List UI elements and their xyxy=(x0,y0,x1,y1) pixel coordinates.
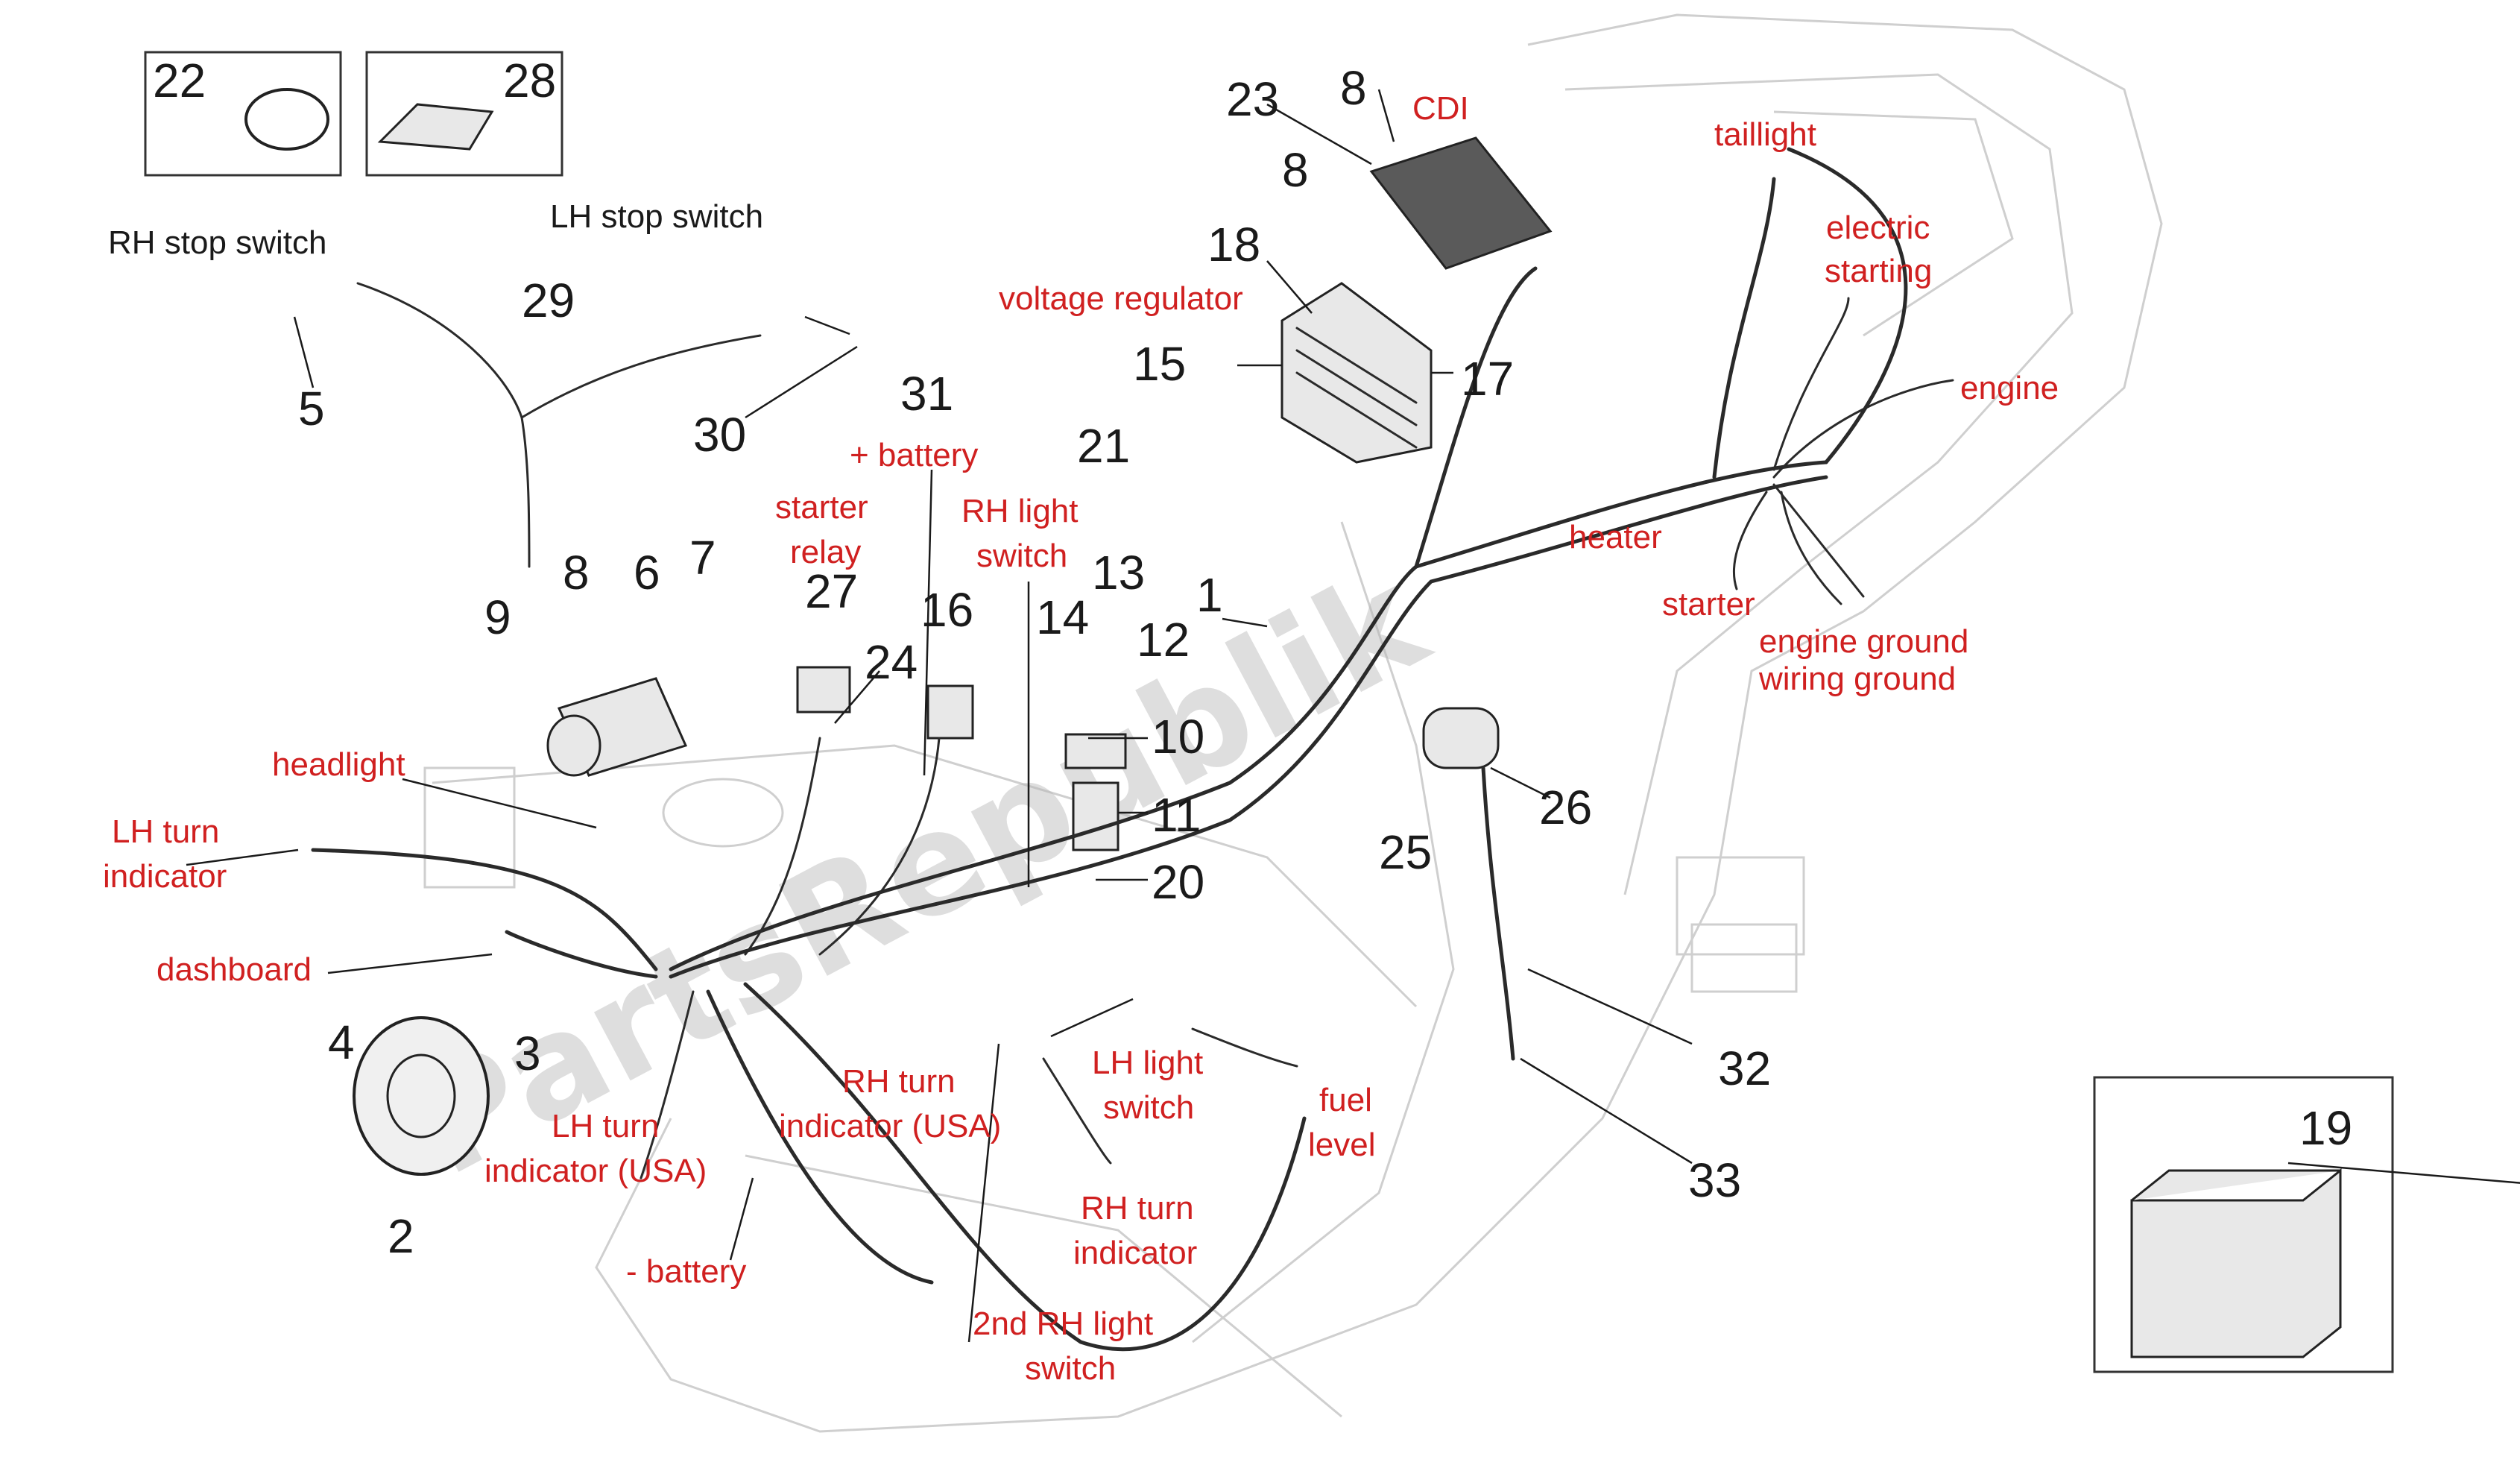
part-number-17: 17 xyxy=(1461,352,1514,406)
part-number-26: 26 xyxy=(1539,781,1592,834)
label-rh-light-switch-2: switch xyxy=(976,538,1067,574)
part-number-25: 25 xyxy=(1379,825,1432,879)
part-number-12: 12 xyxy=(1137,613,1190,667)
part-number-32: 32 xyxy=(1718,1042,1771,1095)
part-number-19: 19 xyxy=(2299,1101,2352,1155)
part-number-15: 15 xyxy=(1133,337,1186,391)
label-second-rh-light-switch-2: switch xyxy=(1025,1350,1116,1387)
wiring-harness xyxy=(311,147,1954,1352)
label-rh-turn-indicator-2: indicator xyxy=(1073,1235,1197,1271)
part-number-3: 3 xyxy=(514,1027,541,1080)
chassis-frame xyxy=(423,13,2163,1433)
part-number-2: 2 xyxy=(388,1209,414,1263)
callout-labels: CDI taillight electric starting voltage … xyxy=(103,90,2059,1387)
label-lh-light-switch-2: switch xyxy=(1103,1089,1194,1126)
label-starter-relay-2: relay xyxy=(790,534,861,570)
label-electric-starting-2: starting xyxy=(1825,253,1932,289)
label-rh-light-switch-1: RH light xyxy=(961,493,1079,529)
label-lh-stop-switch: LH stop switch xyxy=(550,198,763,235)
horn-icon xyxy=(353,1016,490,1176)
part-number-18: 18 xyxy=(1207,218,1260,271)
label-starter-relay-1: starter xyxy=(775,489,868,526)
part-number-5: 5 xyxy=(298,382,325,435)
part-number-21: 21 xyxy=(1077,419,1130,473)
label-taillight: taillight xyxy=(1714,116,1816,153)
label-headlight: headlight xyxy=(272,746,405,783)
label-lh-turn-usa-1: LH turn xyxy=(552,1108,659,1144)
cdi-unit-icon xyxy=(1369,136,1553,270)
leader-lines xyxy=(186,89,2520,1343)
label-dashboard: dashboard xyxy=(157,951,312,988)
label-lh-turn-indicator-1: LH turn xyxy=(112,813,219,850)
watermark: PartsRepublik xyxy=(385,536,1452,1208)
fuse-box-icon xyxy=(1064,733,1127,769)
part-19-box xyxy=(2093,1076,2394,1373)
part-number-27: 27 xyxy=(805,564,858,618)
part-number-10: 10 xyxy=(1152,710,1204,763)
label-minus-battery: - battery xyxy=(626,1253,746,1290)
relay-16-icon xyxy=(926,684,974,740)
label-rh-turn-usa-1: RH turn xyxy=(842,1063,956,1100)
label-plus-battery: + battery xyxy=(850,437,978,473)
label-lh-turn-usa-2: indicator (USA) xyxy=(484,1153,707,1189)
part-28-box xyxy=(365,51,563,177)
cable-tie-icon xyxy=(244,88,329,151)
starter-relay-icon xyxy=(796,666,851,714)
part-number-4: 4 xyxy=(328,1015,355,1069)
part-number-11: 11 xyxy=(1152,788,1201,842)
part-22-box xyxy=(144,51,342,177)
label-lh-light-switch-1: LH light xyxy=(1092,1045,1203,1081)
label-engine: engine xyxy=(1960,370,2059,406)
part-number-31: 31 xyxy=(900,367,953,420)
part-number-1: 1 xyxy=(1196,568,1223,622)
label-lh-turn-indicator-2: indicator xyxy=(103,858,227,895)
part-number-33: 33 xyxy=(1688,1153,1741,1207)
label-rh-turn-usa-2: indicator (USA) xyxy=(779,1108,1001,1144)
part-number-16: 16 xyxy=(920,583,973,637)
part-number-30: 30 xyxy=(693,408,746,462)
label-rh-stop-switch: RH stop switch xyxy=(108,224,326,261)
part-number-28: 28 xyxy=(503,54,556,107)
part-number-29: 29 xyxy=(522,274,575,327)
label-rh-turn-indicator-1: RH turn xyxy=(1081,1190,1194,1226)
label-engine-ground: engine ground xyxy=(1759,623,1968,660)
label-fuel-level-2: level xyxy=(1308,1127,1376,1163)
part-number-8-mid: 8 xyxy=(1282,143,1309,197)
part-number-13: 13 xyxy=(1092,546,1145,599)
part-number-labels: 22 28 5 29 30 31 23 8 8 18 15 17 21 1 13… xyxy=(153,54,2352,1263)
part-number-23: 23 xyxy=(1226,72,1279,126)
label-second-rh-light-switch-1: 2nd RH light xyxy=(973,1305,1153,1342)
starter-relay-26-icon xyxy=(1422,707,1500,769)
battery-icon xyxy=(2130,1168,2342,1358)
part-number-24: 24 xyxy=(865,635,918,689)
label-voltage-regulator: voltage regulator xyxy=(999,280,1243,317)
part-number-22: 22 xyxy=(153,54,206,107)
part-number-8-top: 8 xyxy=(1340,61,1367,115)
label-wiring-ground: wiring ground xyxy=(1758,661,1956,697)
label-electric-starting-1: electric xyxy=(1826,210,1930,246)
clip-nut-icon xyxy=(377,103,494,151)
part-number-8-left: 8 xyxy=(563,546,590,599)
part-number-6: 6 xyxy=(634,546,660,599)
part-number-14: 14 xyxy=(1036,590,1089,644)
voltage-regulator-icon xyxy=(1280,282,1433,464)
label-fuel-level-1: fuel xyxy=(1319,1082,1372,1118)
fuse-holder-icon xyxy=(1072,781,1120,851)
part-number-7: 7 xyxy=(689,531,716,585)
label-starter: starter xyxy=(1662,586,1755,623)
part-number-20: 20 xyxy=(1152,855,1204,909)
part-number-9: 9 xyxy=(484,590,511,644)
label-heater: heater xyxy=(1569,519,1662,555)
label-cdi: CDI xyxy=(1412,90,1469,127)
